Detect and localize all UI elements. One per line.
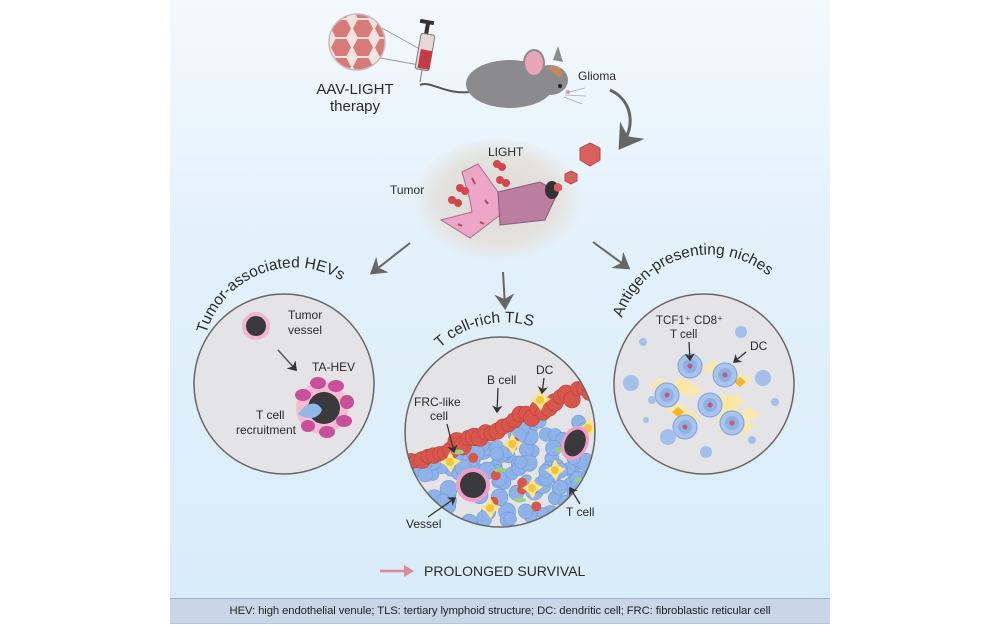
dendritic-cell (440, 451, 461, 473)
t-cell (551, 479, 568, 496)
b-cell (490, 470, 501, 481)
dendritic-cell (734, 377, 746, 387)
t-cell (755, 370, 771, 386)
t-cell (643, 417, 649, 423)
dendritic-cell (502, 433, 523, 455)
tcf1-cd8-t-cell (697, 392, 723, 418)
panel-antigen-presenting-niches: Antigen-presenting niches TCF1⁺ CD8⁺ T c… (610, 241, 795, 475)
tls-cell-cluster (405, 373, 595, 527)
dendritic-cell (545, 459, 566, 481)
ta-hev-icon (295, 377, 354, 438)
mouse-icon (419, 46, 587, 108)
arrow-to-tls (494, 271, 515, 310)
aav-virus-magnified-icon (328, 13, 426, 71)
t-cell (639, 338, 647, 346)
tumor-label: Tumor (390, 183, 424, 197)
tcf1-cd8-t-cell (677, 353, 703, 379)
aav-particles (554, 142, 601, 192)
outcome-arrow-icon (404, 565, 414, 577)
t-cell (748, 436, 756, 444)
frc-cell (494, 467, 506, 473)
glioma-to-tumor-arrow (609, 88, 645, 150)
vessel-icon (456, 468, 490, 502)
niche-cell-cluster (623, 326, 779, 458)
blood-vessel-icon (439, 163, 559, 239)
t-cell (580, 479, 595, 495)
label-tcf1-cd8-2: T cell (670, 329, 697, 341)
t-cell (489, 446, 504, 462)
label-tcf1-cd8: TCF1⁺ CD8⁺ (656, 315, 723, 327)
t-cell (408, 493, 425, 510)
tcf1-cd8-t-cell (719, 410, 745, 436)
label-ta-hev: TA-HEV (312, 360, 355, 374)
label-t-cell-recruitment-1: T cell (256, 408, 284, 422)
t-cell (449, 518, 462, 527)
t-cell (405, 482, 412, 496)
label-t-cell: T cell (566, 505, 594, 519)
frc-cell (514, 497, 526, 503)
outcome-label: PROLONGED SURVIVAL (424, 563, 586, 579)
label-frc-2: cell (430, 409, 448, 423)
footnote: HEV: high endothelial venule; TLS: terti… (170, 598, 830, 624)
vessel-icon (560, 425, 590, 461)
t-cell (735, 326, 747, 338)
label-b-cell: B cell (487, 373, 516, 387)
outcome: PROLONGED SURVIVAL (380, 563, 586, 579)
t-cell (660, 429, 676, 445)
dendritic-cell (672, 407, 684, 417)
label-dc-niche: DC (750, 339, 768, 353)
frc-cell (574, 477, 586, 483)
dendritic-cell (480, 497, 501, 519)
t-cell (580, 470, 594, 483)
label-dc: DC (536, 363, 554, 377)
tcf1-cd8-t-cell (654, 382, 680, 408)
syringe-icon (414, 18, 436, 83)
t-cell (514, 455, 528, 469)
t-cell (771, 398, 779, 406)
dc-network (648, 359, 761, 436)
t-cell (503, 512, 517, 526)
label-t-cell-recruitment-2: recruitment (236, 423, 297, 437)
b-cell (587, 373, 595, 389)
b-cell (531, 501, 542, 512)
arrow-to-niches (592, 241, 631, 270)
tcf1-cd8-t-cell (672, 414, 698, 440)
t-cell (518, 503, 534, 519)
dendritic-cell (522, 477, 543, 499)
label-vessel: Vessel (406, 517, 441, 531)
t-cell (417, 467, 433, 483)
therapy-label-line2: therapy (330, 98, 381, 115)
t-cell (648, 396, 656, 404)
arrow-to-hev (369, 242, 411, 275)
label-frc-1: FRC-like (414, 395, 461, 409)
tcf1-cd8-t-cell (712, 362, 738, 388)
therapy-label-line1: AAV-LIGHT (316, 81, 393, 98)
light-label: LIGHT (488, 145, 524, 159)
label-tumor-vessel-2: vessel (288, 323, 322, 337)
b-cell (468, 452, 479, 463)
panel-tumor-associated-hevs: Tumor-associated HEVs Tumor vessel TA-HE… (193, 254, 375, 475)
light-molecules (448, 160, 510, 207)
t-cell (623, 375, 639, 391)
t-cell (700, 446, 712, 458)
label-tumor-vessel: Tumor (288, 308, 322, 322)
dendritic-cell (530, 389, 551, 411)
glioma-label: Glioma (578, 69, 616, 83)
panel-t-cell-rich-tls: T cell-rich TLS B cell DC FRC-like cell … (404, 309, 596, 531)
